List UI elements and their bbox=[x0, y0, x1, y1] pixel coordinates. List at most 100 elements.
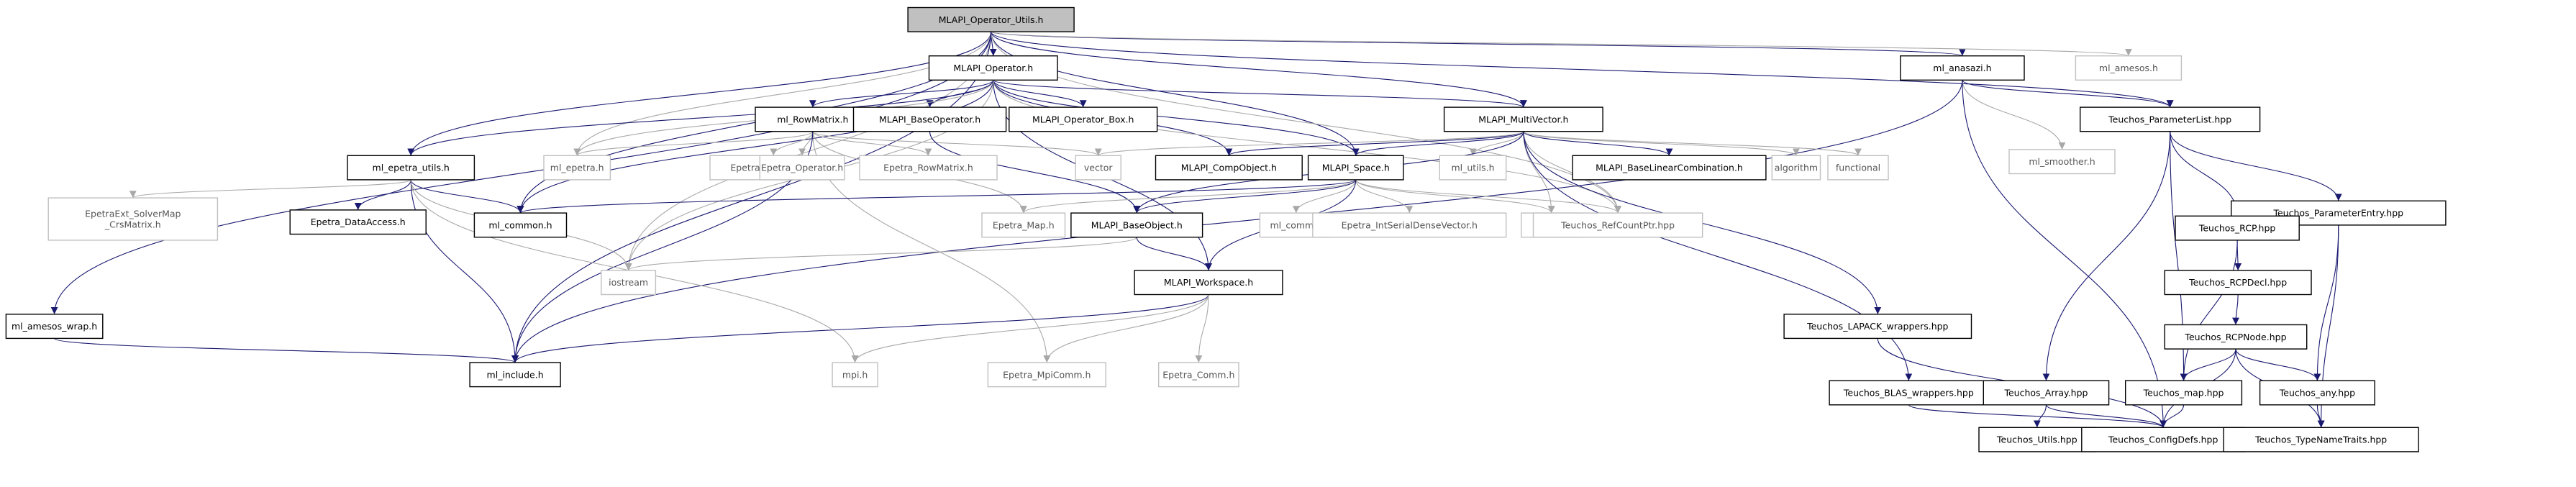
node-opbox[interactable]: MLAPI_Operator_Box.h bbox=[1009, 106, 1158, 132]
node-space[interactable]: MLAPI_Space.h bbox=[1307, 155, 1404, 181]
edge-space-to-epmap bbox=[1019, 179, 1357, 214]
edge-op-to-rowmatrix bbox=[809, 79, 994, 108]
node-dataaccess[interactable]: Epetra_DataAccess.h bbox=[289, 209, 427, 235]
node-crsmatrix: EpetraExt_SolverMap_CrsMatrix.h bbox=[47, 197, 219, 241]
node-label: MLAPI_Space.h bbox=[1322, 163, 1390, 173]
node-epop: Epetra_Operator.h bbox=[759, 155, 845, 181]
edge-baseobj-to-iostream bbox=[624, 237, 1137, 271]
edge-op-to-opbox bbox=[993, 80, 1087, 108]
node-blc[interactable]: MLAPI_BaseLinearCombination.h bbox=[1572, 155, 1767, 181]
edge-workspace-to-epcomm bbox=[1195, 294, 1209, 363]
edge-mv-to-blc bbox=[1523, 131, 1673, 156]
node-any[interactable]: Teuchos_any.hpp bbox=[2259, 380, 2375, 406]
edge-root-to-mlepetra bbox=[573, 32, 992, 156]
node-label: mpi.h bbox=[842, 369, 868, 380]
node-label: MLAPI_BaseLinearCombination.h bbox=[1596, 163, 1743, 173]
node-box bbox=[1439, 155, 1507, 181]
node-box bbox=[543, 155, 611, 181]
node-label: MLAPI_Operator.h bbox=[953, 63, 1033, 73]
node-rcp[interactable]: Teuchos_RCP.hpp bbox=[2175, 215, 2300, 241]
node-tutils[interactable]: Teuchos_Utils.hpp bbox=[1978, 427, 2096, 452]
node-box bbox=[2124, 380, 2243, 406]
node-lapack[interactable]: Teuchos_LAPACK_wrappers.hpp bbox=[1783, 314, 1972, 340]
node-box bbox=[1572, 155, 1767, 181]
node-label: iostream bbox=[609, 277, 648, 288]
edge-op-to-space bbox=[993, 80, 1360, 156]
edge-plist-to-array bbox=[2042, 131, 2171, 381]
node-box bbox=[1771, 155, 1821, 181]
node-box bbox=[981, 212, 1066, 238]
edge-mv-to-vector bbox=[1095, 131, 1524, 156]
node-map[interactable]: Teuchos_map.hpp bbox=[2124, 380, 2243, 406]
node-label: Teuchos_ParameterList.hpp bbox=[2108, 114, 2231, 124]
node-label: Epetra_Map.h bbox=[993, 219, 1055, 230]
node-mpicomm: Epetra_MpiComm.h bbox=[987, 362, 1106, 388]
node-vector: vector bbox=[1075, 155, 1121, 181]
node-amesos: ml_amesos.h bbox=[2075, 55, 2183, 81]
node-box bbox=[47, 197, 219, 241]
node-configdefs[interactable]: Teuchos_ConfigDefs.hpp bbox=[2081, 427, 2246, 452]
node-box bbox=[2008, 149, 2116, 175]
node-box bbox=[2164, 324, 2308, 350]
node-box bbox=[1532, 212, 1703, 238]
node-label: ml_epetra.h bbox=[550, 163, 604, 173]
node-amesoswrap[interactable]: ml_amesos_wrap.h bbox=[5, 314, 104, 340]
node-baseobj[interactable]: MLAPI_BaseObject.h bbox=[1070, 212, 1203, 238]
node-box bbox=[2075, 55, 2183, 81]
edge-mv-to-algorithm bbox=[1523, 131, 1800, 156]
node-label: Teuchos_ParameterEntry.hpp bbox=[2272, 208, 2403, 219]
node-box bbox=[1443, 106, 1603, 132]
node-anasazi[interactable]: ml_anasazi.h bbox=[1900, 55, 2025, 81]
node-mlcommon[interactable]: ml_common.h bbox=[473, 212, 568, 238]
node-op[interactable]: MLAPI_Operator.h bbox=[928, 55, 1058, 81]
edge-root-to-space bbox=[991, 32, 1360, 156]
node-label: Epetra_Comm.h bbox=[1162, 369, 1234, 380]
edge-space-to-rcpptr bbox=[1355, 179, 1621, 214]
node-box bbox=[5, 314, 104, 340]
node-array[interactable]: Teuchos_Array.hpp bbox=[1983, 380, 2110, 406]
node-label: Epetra_MpiComm.h bbox=[1003, 369, 1091, 380]
node-eprow: Epetra_RowMatrix.h bbox=[859, 155, 998, 181]
node-box bbox=[469, 362, 561, 388]
node-box bbox=[1307, 155, 1404, 181]
node-label: vector bbox=[1084, 163, 1114, 173]
node-typenametraits[interactable]: Teuchos_TypeNameTraits.hpp bbox=[2223, 427, 2419, 452]
node-label: MLAPI_Operator_Utils.h bbox=[939, 14, 1044, 25]
node-box bbox=[832, 362, 878, 388]
node-label: Epetra_RowMatrix.h bbox=[883, 163, 973, 173]
node-epetrautils[interactable]: ml_epetra_utils.h bbox=[347, 155, 475, 181]
node-workspace[interactable]: MLAPI_Workspace.h bbox=[1134, 270, 1283, 296]
node-mv[interactable]: MLAPI_MultiVector.h bbox=[1443, 106, 1603, 132]
node-label: ml_comm.h bbox=[1270, 219, 1322, 230]
edge-mv-to-rcpptr bbox=[1523, 131, 1622, 214]
node-blas[interactable]: Teuchos_BLAS_wrappers.hpp bbox=[1829, 380, 1989, 406]
node-label: MLAPI_Operator_Box.h bbox=[1032, 114, 1134, 124]
edge-blas-to-configdefs bbox=[1908, 404, 2167, 428]
node-pentry[interactable]: Teuchos_ParameterEntry.hpp bbox=[2230, 200, 2447, 226]
edge-mv-to-mlutils bbox=[1469, 131, 1524, 156]
node-smoother: ml_smoother.h bbox=[2008, 149, 2116, 175]
node-box bbox=[1900, 55, 2025, 81]
edge-workspace-to-mlinclude bbox=[511, 294, 1209, 363]
node-epcomm: Epetra_Comm.h bbox=[1157, 362, 1239, 388]
node-box bbox=[601, 270, 657, 296]
node-box bbox=[928, 55, 1058, 81]
edge-baseop-to-baseobj bbox=[929, 131, 1141, 214]
edge-any-to-typenametraits bbox=[2316, 404, 2325, 428]
node-intsdv: Epetra_IntSerialDenseVector.h bbox=[1312, 212, 1507, 238]
node-compobj[interactable]: MLAPI_CompObject.h bbox=[1155, 155, 1303, 181]
node-mpi: mpi.h bbox=[832, 362, 878, 388]
node-box bbox=[859, 155, 998, 181]
node-label: Teuchos_RefCountPtr.hpp bbox=[1560, 219, 1675, 230]
node-rcpdecl[interactable]: Teuchos_RCPDecl.hpp bbox=[2164, 270, 2312, 296]
node-baseop[interactable]: MLAPI_BaseOperator.h bbox=[852, 106, 1007, 132]
node-label: ml_include.h bbox=[487, 369, 544, 380]
node-rcpnode[interactable]: Teuchos_RCPNode.hpp bbox=[2164, 324, 2308, 350]
node-mlinclude[interactable]: ml_include.h bbox=[469, 362, 561, 388]
node-root[interactable]: MLAPI_Operator_Utils.h bbox=[907, 6, 1075, 32]
node-label: Teuchos_ConfigDefs.hpp bbox=[2108, 434, 2218, 445]
node-rowmatrix[interactable]: ml_RowMatrix.h bbox=[755, 106, 871, 132]
node-box bbox=[289, 209, 427, 235]
node-plist[interactable]: Teuchos_ParameterList.hpp bbox=[2079, 106, 2261, 132]
